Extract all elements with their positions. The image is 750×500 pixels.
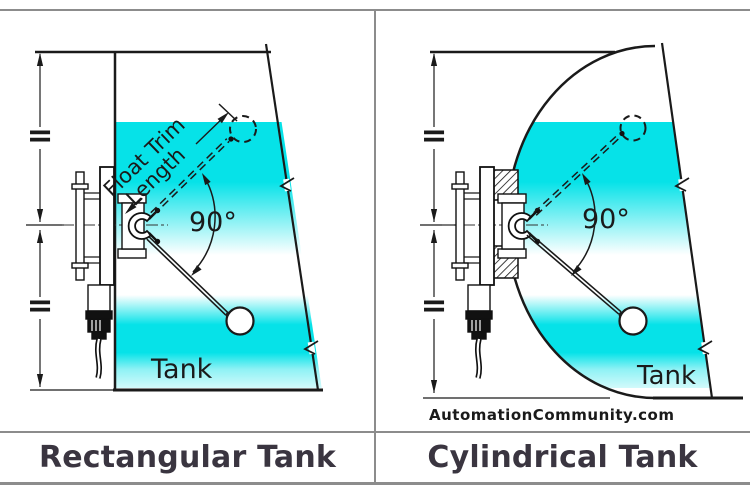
dimension-arrow (430, 53, 438, 66)
wall-break-mark (303, 340, 319, 355)
float-high-position (619, 114, 647, 142)
equal-mark: = (27, 116, 54, 154)
equal-mark: = (421, 116, 448, 154)
angle-label: 90° (189, 207, 237, 238)
equal-mark: = (27, 286, 54, 324)
cable-gland (465, 310, 493, 320)
float-arm-raised (150, 115, 257, 216)
wall-break-mark (697, 340, 713, 355)
pivot-yoke (127, 212, 153, 240)
dimension-arrow (36, 209, 44, 222)
wall-break-mark (674, 177, 690, 192)
tank-outline (30, 43, 323, 392)
dimension-arrow (36, 230, 44, 243)
tank-label: Tank (636, 361, 696, 391)
cable-gland (85, 310, 113, 320)
center-divider-line (374, 9, 376, 485)
height-dimension: = = (26, 53, 64, 387)
float-arm-lowered (146, 236, 255, 336)
angle-label: 90° (582, 204, 630, 235)
height-dimension: = = (420, 53, 458, 393)
dimension-arrow (430, 380, 438, 393)
panel-title-right: Cylindrical Tank (427, 440, 698, 475)
wall-break-mark (279, 177, 295, 192)
dimension-arrow (36, 374, 44, 387)
equal-mark: = (421, 286, 448, 324)
dimension-arrow (430, 230, 438, 243)
watermark: AutomationCommunity.com (429, 406, 674, 424)
float-switch-device (71, 166, 161, 379)
rectangular-tank-panel: = = (26, 43, 323, 392)
panel-title-left: Rectangular Tank (38, 440, 337, 475)
float-ball (225, 306, 255, 336)
float-high-position (229, 115, 257, 143)
dimension-arrow (430, 209, 438, 222)
float-switch-device (451, 166, 541, 379)
float-arm-lowered (526, 232, 648, 336)
tank-label: Tank (150, 354, 213, 385)
angle-arc: 90° (571, 173, 630, 276)
float-ball (618, 306, 648, 336)
float-arm-raised (533, 114, 647, 216)
cylindrical-tank-panel: = = (420, 42, 743, 424)
title-row: Rectangular Tank Cylindrical Tank (0, 431, 750, 485)
dimension-arrow (36, 53, 44, 66)
angle-arc: 90° (189, 173, 237, 276)
